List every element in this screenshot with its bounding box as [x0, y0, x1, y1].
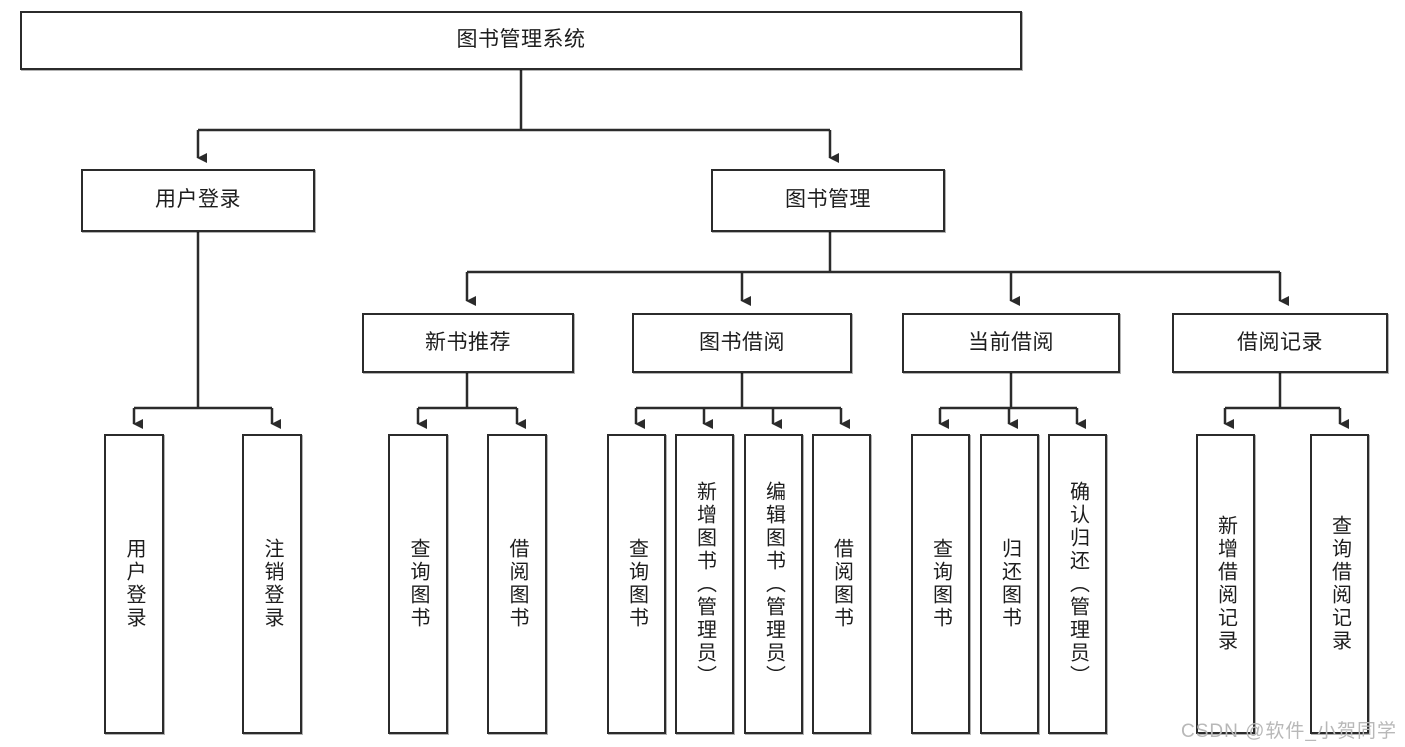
node-leaf-logout-label: 注销登录: [261, 538, 283, 630]
node-leaf-return-book[interactable]: 归还图书: [980, 434, 1039, 734]
node-leaf-edit-book[interactable]: 编辑图书（管理员）: [744, 434, 803, 734]
node-book-manage[interactable]: 图书管理: [711, 169, 945, 232]
node-leaf-edit-book-label: 编辑图书（管理员）: [762, 480, 785, 688]
node-leaf-borrow-book-1[interactable]: 借阅图书: [487, 434, 547, 734]
node-new-book-recommend-label: 新书推荐: [425, 330, 511, 354]
node-leaf-query-book-2[interactable]: 查询图书: [607, 434, 666, 734]
node-leaf-query-record-label: 查询借阅记录: [1328, 515, 1351, 653]
node-leaf-query-book-1[interactable]: 查询图书: [388, 434, 448, 734]
node-new-book-recommend[interactable]: 新书推荐: [362, 313, 574, 373]
watermark-text: CSDN @软件_小贺同学: [1181, 721, 1397, 742]
node-user-login-label: 用户登录: [155, 188, 241, 212]
node-leaf-add-record[interactable]: 新增借阅记录: [1196, 434, 1255, 734]
node-leaf-add-record-label: 新增借阅记录: [1214, 515, 1237, 653]
node-book-manage-label: 图书管理: [785, 188, 871, 212]
node-current-borrow-label: 当前借阅: [968, 330, 1054, 354]
node-leaf-user-login[interactable]: 用户登录: [104, 434, 164, 734]
node-leaf-user-login-label: 用户登录: [123, 538, 145, 630]
node-leaf-query-record[interactable]: 查询借阅记录: [1310, 434, 1369, 734]
node-leaf-query-book-3-label: 查询图书: [929, 538, 952, 630]
node-leaf-borrow-book-1-label: 借阅图书: [506, 538, 528, 630]
node-root[interactable]: 图书管理系统: [20, 11, 1022, 70]
node-book-borrow-label: 图书借阅: [699, 330, 785, 354]
node-book-borrow[interactable]: 图书借阅: [632, 313, 852, 373]
node-borrow-record-label: 借阅记录: [1237, 330, 1323, 354]
node-leaf-logout[interactable]: 注销登录: [242, 434, 302, 734]
node-leaf-borrow-book-2[interactable]: 借阅图书: [812, 434, 871, 734]
node-root-label: 图书管理系统: [456, 28, 586, 52]
node-leaf-query-book-2-label: 查询图书: [625, 538, 648, 630]
node-user-login[interactable]: 用户登录: [81, 169, 315, 232]
node-leaf-confirm-return-label: 确认归还（管理员）: [1066, 480, 1089, 688]
node-leaf-confirm-return[interactable]: 确认归还（管理员）: [1048, 434, 1107, 734]
node-leaf-add-book[interactable]: 新增图书（管理员）: [675, 434, 734, 734]
node-leaf-query-book-3[interactable]: 查询图书: [911, 434, 970, 734]
node-leaf-borrow-book-2-label: 借阅图书: [830, 538, 853, 630]
node-current-borrow[interactable]: 当前借阅: [902, 313, 1120, 373]
node-borrow-record[interactable]: 借阅记录: [1172, 313, 1388, 373]
node-leaf-query-book-1-label: 查询图书: [407, 538, 429, 630]
node-leaf-add-book-label: 新增图书（管理员）: [693, 480, 716, 688]
node-leaf-return-book-label: 归还图书: [998, 538, 1021, 630]
